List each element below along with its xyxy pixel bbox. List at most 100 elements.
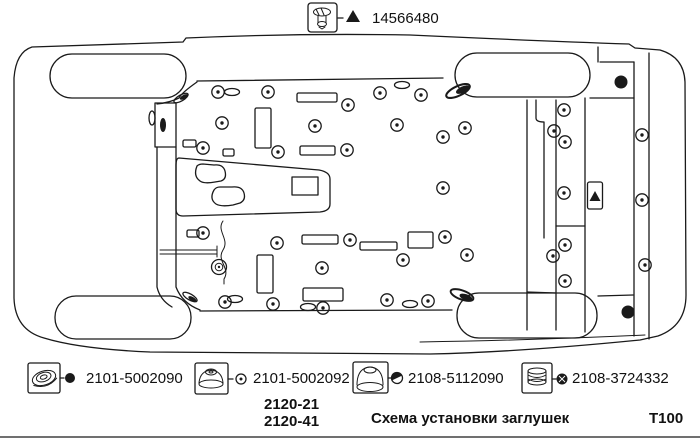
tunnel-opening-3	[291, 176, 319, 196]
plug-slot	[407, 231, 434, 249]
tall-dome-plug-icon	[356, 366, 384, 392]
wheel-arch-bottom-left	[54, 295, 192, 340]
plug-symbol-circle-dot	[635, 128, 649, 142]
plug-symbol-circle-dot	[343, 233, 357, 247]
legend-item-2: 2101-5002092 2120-21 2120-41	[194, 362, 350, 430]
plug-symbol-circle-dot	[460, 248, 474, 262]
half-filled-circle-marker-icon	[390, 371, 404, 385]
plug-symbol-circle-dot	[341, 98, 355, 112]
member-rungs	[159, 245, 218, 258]
plug-symbol-circle-dot	[196, 226, 210, 240]
plug-symbol-filled-circle	[614, 75, 628, 89]
legend-part-number-1: 2101-5002090	[86, 370, 183, 387]
callout-part-number: 14566480	[372, 10, 439, 27]
stacked-disc-plug-icon	[527, 367, 547, 386]
plug-symbol-circle-dot	[436, 130, 450, 144]
plug-symbol-circle-dot	[261, 85, 275, 99]
sill-end-mark	[182, 291, 198, 303]
page-code: T100	[649, 410, 683, 427]
plug-symbol-circle-dot	[315, 261, 329, 275]
plug-symbol-circle-dot	[458, 121, 472, 135]
plug-symbol-circle-dot	[211, 85, 225, 99]
plug-symbol-oval	[393, 80, 411, 90]
callout-box	[307, 2, 338, 33]
sill-end-mark	[445, 83, 471, 99]
plug-symbol-circle-dot	[547, 124, 561, 138]
body-outline	[13, 33, 687, 355]
legend-part-number-3: 2108-5112090	[408, 370, 504, 387]
plug-symbol-circle-dot	[380, 293, 394, 307]
plug-symbol-circle-dot	[270, 236, 284, 250]
plug-symbol-circle-dot	[266, 297, 280, 311]
plug-symbol-circle-dot	[396, 253, 410, 267]
front-member-rails	[156, 146, 201, 311]
triangle-marker-icon	[346, 10, 360, 22]
harness-wavy-line	[220, 220, 227, 285]
callout: 14566480	[307, 2, 439, 33]
plug-slot	[359, 241, 398, 251]
legend-item-4: 2108-3724332	[521, 362, 669, 394]
plug-symbol-circle-dot	[558, 274, 572, 288]
page-caption: Схема установки заглушек	[371, 410, 570, 427]
plug-slot	[299, 145, 336, 156]
legend-box-4	[521, 362, 553, 394]
plug-symbol-triangle	[586, 181, 604, 210]
plug-symbol-circle-dot	[271, 145, 285, 159]
plug-symbol-circle-dot	[638, 258, 652, 272]
plug-slot	[256, 254, 274, 294]
legend-model-2: 2120-41	[264, 413, 319, 430]
plug-symbol-circle-dot	[414, 88, 428, 102]
plug-slot	[301, 234, 339, 245]
plug-symbol-circle-dot	[558, 238, 572, 252]
floor-tunnel	[175, 157, 331, 217]
plug-slot	[302, 287, 344, 302]
plug-symbol-circle-dot	[558, 135, 572, 149]
plug-slot	[186, 229, 200, 238]
plug-symbol-circle-dot	[373, 86, 387, 100]
filled-circle-marker-icon	[65, 373, 75, 383]
wheel-arch-top-left	[49, 53, 187, 99]
plug-symbol-circle-dot	[546, 249, 560, 263]
plug-symbols-layer	[148, 75, 652, 319]
tunnel-opening-2	[211, 186, 246, 207]
car-body-structure	[13, 33, 687, 355]
legend-item-1: 2101-5002090	[27, 362, 183, 394]
plug-symbol-circle-dot	[436, 181, 450, 195]
filled-circle-slotted-marker-icon	[556, 373, 568, 385]
plug-symbol-circle-dot	[438, 230, 452, 244]
plug-symbol-oval	[299, 302, 317, 312]
plug-symbol-oval	[401, 299, 419, 309]
front-crossmember-box	[154, 102, 177, 148]
plug-slot	[254, 107, 272, 149]
sill-end-mark	[173, 92, 189, 104]
plug-symbol-circle-dot	[308, 119, 322, 133]
plug-symbol-circle-dot	[421, 294, 435, 308]
plug-symbol-circle-dot	[635, 193, 649, 207]
wheel-arch-top-right	[454, 52, 591, 98]
plug-slot	[182, 139, 197, 148]
rivet-plug-icon	[313, 7, 331, 30]
plug-symbol-oval	[223, 87, 241, 97]
plug-symbol-circle-dot	[340, 143, 354, 157]
flat-grommet-plug-icon	[31, 369, 58, 388]
plug-symbol-circle-dot	[557, 103, 571, 117]
legend-item-3: 2108-5112090	[352, 361, 504, 394]
sill-line-bottom	[199, 309, 453, 312]
plug-symbol-circle-dot	[390, 118, 404, 132]
sill-line-top	[196, 77, 444, 82]
plug-symbol-circle-dot	[557, 186, 571, 200]
plug-symbol-filled-circle	[621, 305, 635, 319]
legend-part-number-2: 2101-5002092	[253, 370, 350, 387]
rear-connectors	[526, 46, 635, 297]
plug-symbol-circle-dot	[196, 141, 210, 155]
dome-grommet-plug-icon	[198, 368, 224, 389]
rear-members	[526, 52, 650, 340]
plug-slot	[296, 92, 338, 103]
plug-symbol-circle-dot	[316, 301, 330, 315]
sill-end-mark	[449, 288, 475, 302]
plug-symbol-circle-dot	[215, 116, 229, 130]
legend: 2101-5002090 2101-5002092 2120-21 2120-4…	[27, 361, 669, 430]
tunnel-opening-1	[194, 163, 227, 184]
